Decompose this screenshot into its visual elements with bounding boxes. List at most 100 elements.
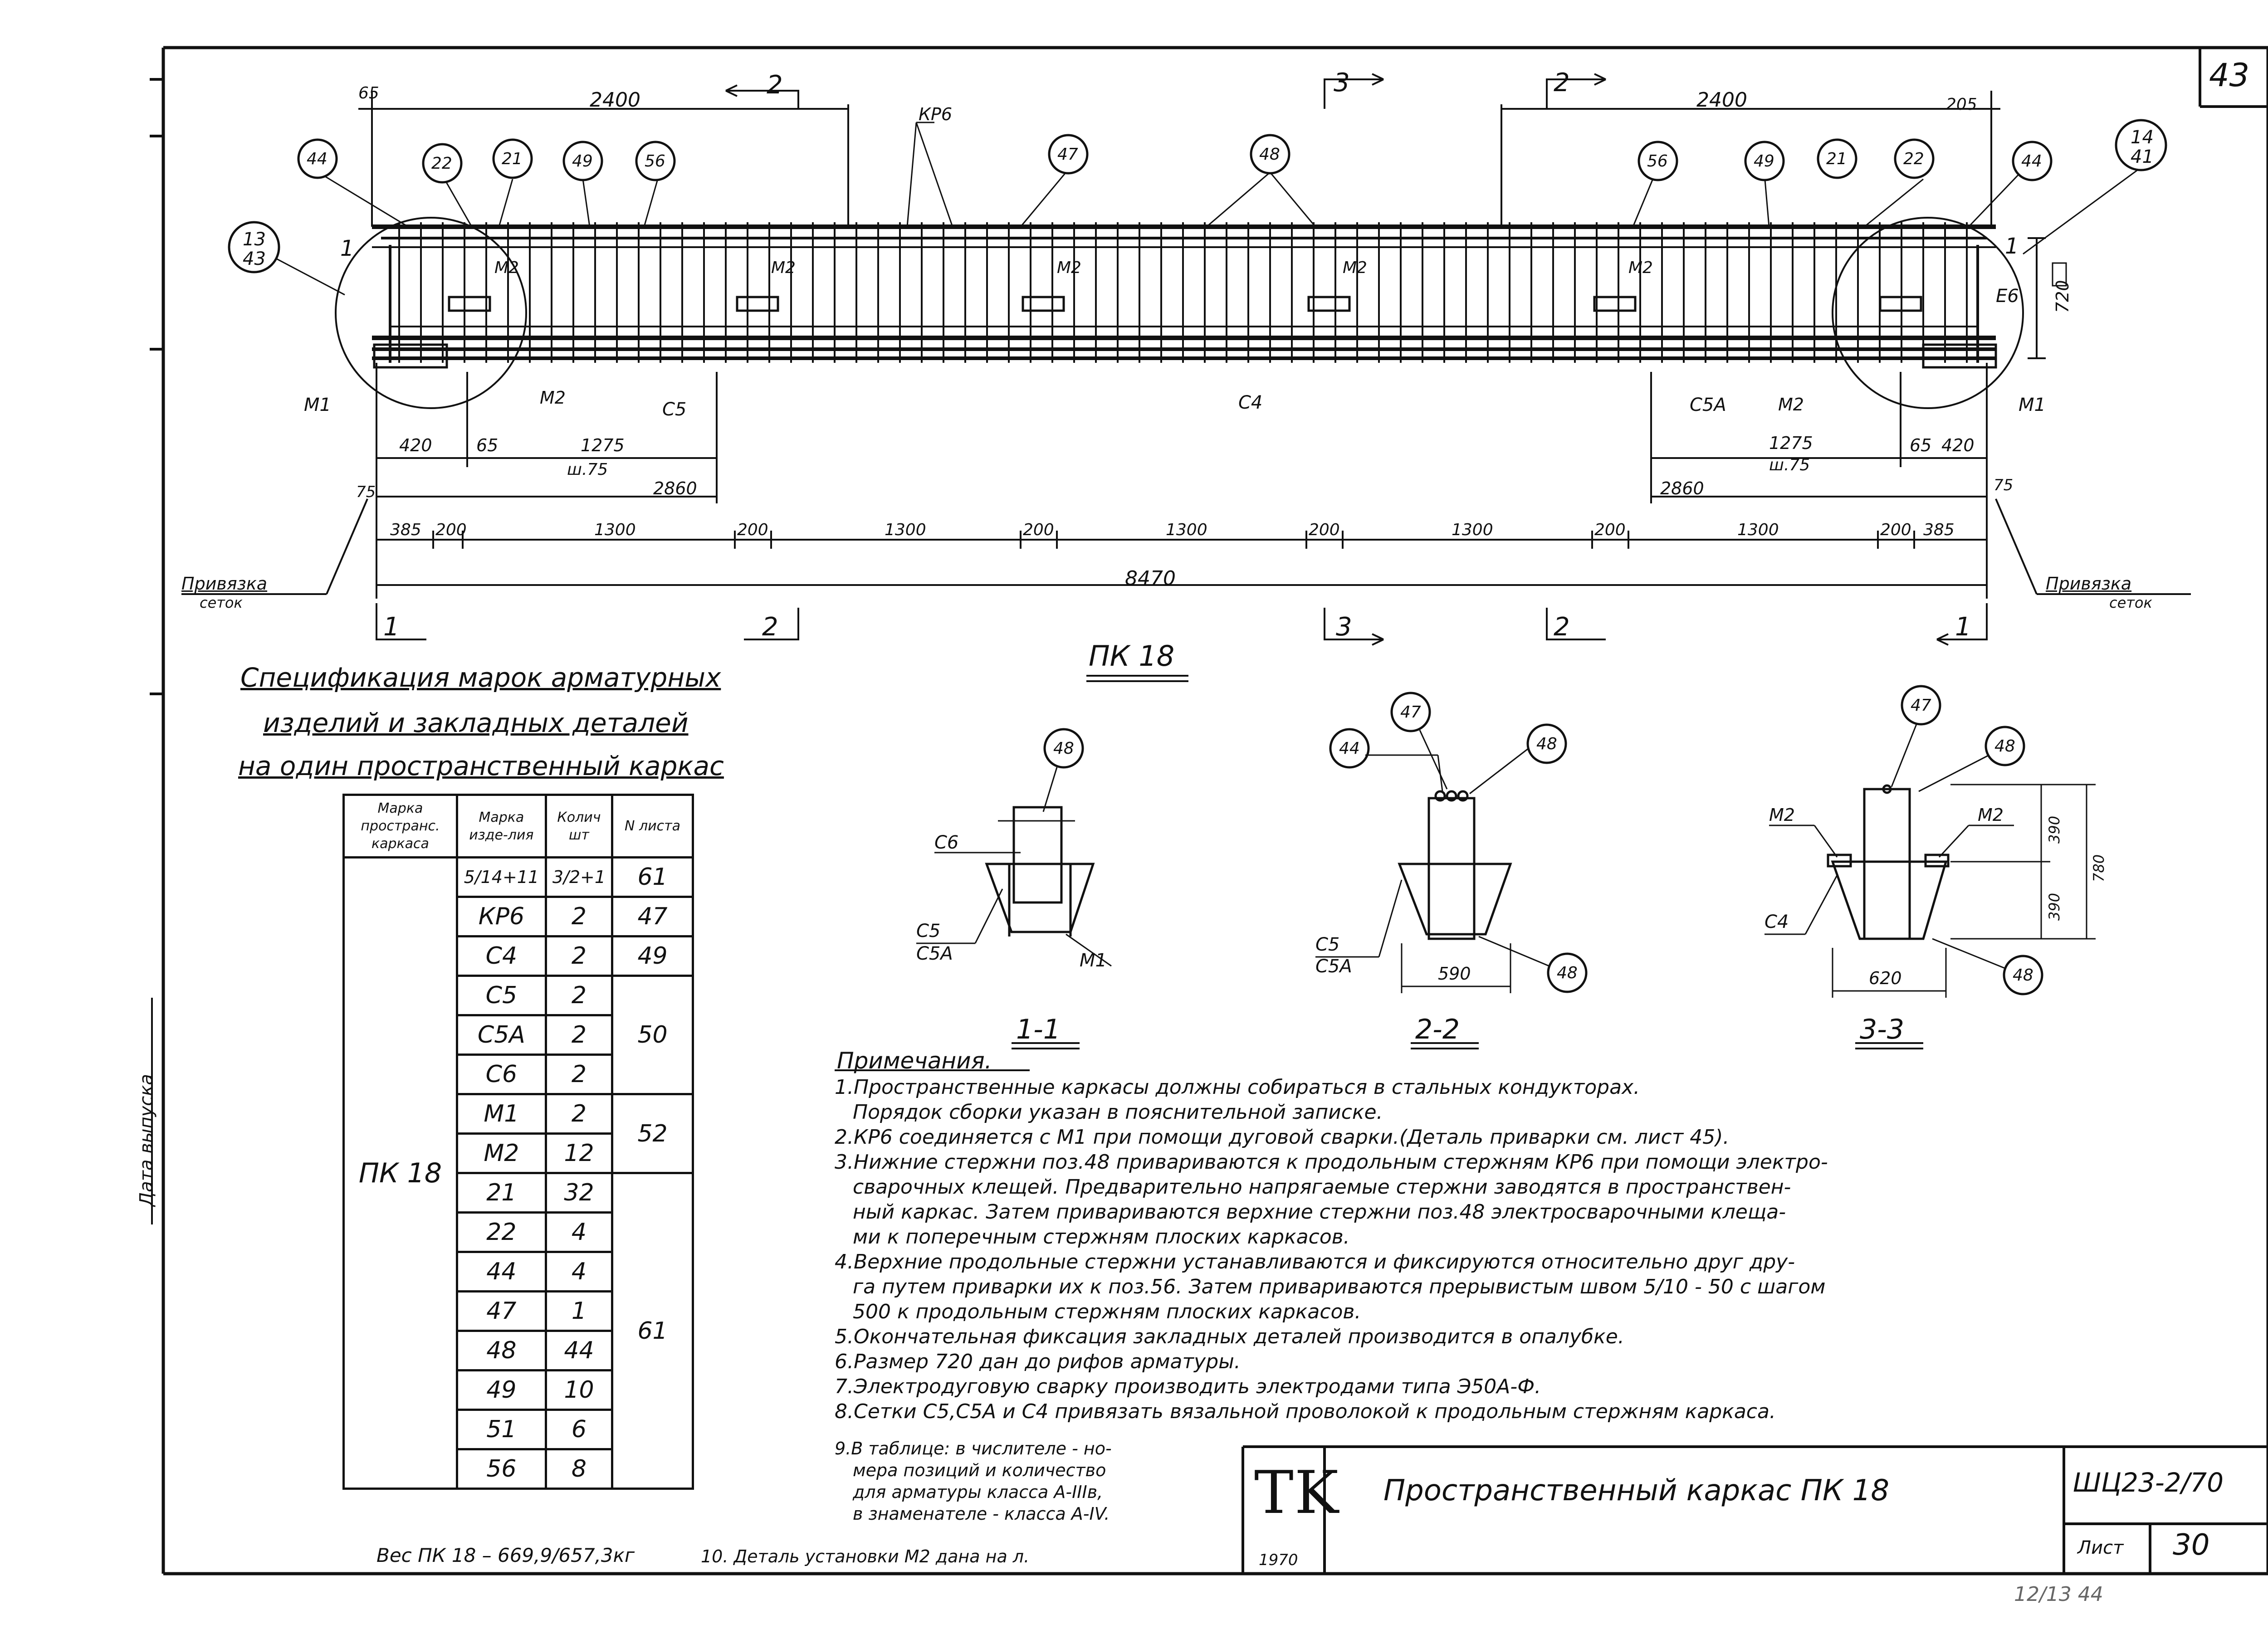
spec-title-line-3: на один пространственный каркас xyxy=(238,751,724,781)
label-binding-right: Привязка xyxy=(2046,574,2132,594)
note-line: 6.Размер 720 дан до рифов арматуры. xyxy=(835,1350,1241,1373)
spec-sheet: 61 xyxy=(611,1172,694,1490)
table-row: ПК 18 5/14+11 3/2+1 61 xyxy=(342,856,694,1490)
fraction-bubble-right-num: 14 xyxy=(2131,127,2154,148)
dim-420-left: 420 xyxy=(399,435,432,455)
dim-65-left: 65 xyxy=(476,435,499,455)
label-c5: С5 xyxy=(662,399,687,420)
section-2-2-title: 2-2 xyxy=(1415,1014,1460,1045)
dim-row3-3: 200 xyxy=(737,521,768,539)
spec-qty: 32 xyxy=(544,1172,614,1214)
spec-item: 22 xyxy=(455,1211,547,1253)
label-m2-1: М2 xyxy=(771,259,796,277)
title-block-title: Пространственный каркас ПК 18 xyxy=(1383,1474,1890,1507)
section-3-3-title: 3-3 xyxy=(1860,1014,1904,1045)
spec-qty: 3/2+1 xyxy=(544,856,614,898)
dim-sh75-right: ш.75 xyxy=(1769,456,1810,474)
bubble-47: 47 xyxy=(1057,145,1078,164)
spec-item: 56 xyxy=(455,1448,547,1490)
section-mark-3-top: 3 xyxy=(1334,68,1350,98)
section-mark-2-top-right: 2 xyxy=(1554,68,1570,98)
dim-row3-1: 200 xyxy=(435,521,467,539)
section-2-2-label-c5a: С5А xyxy=(1315,956,1352,977)
spec-item: 48 xyxy=(455,1330,547,1371)
dim-row3-5: 200 xyxy=(1023,521,1054,539)
note-line: мера позиций и количество xyxy=(853,1460,1106,1480)
dim-2860-left: 2860 xyxy=(653,478,697,498)
section-3-3-bubble-48-top: 48 xyxy=(1994,737,2015,756)
dim-1275-right: 1275 xyxy=(1769,433,1813,453)
spec-qty: 2 xyxy=(544,975,614,1016)
section-mark-2-top: 2 xyxy=(767,70,783,100)
spec-qty: 12 xyxy=(544,1132,614,1174)
spec-table: Марка пространс. каркаса Марка изде-лия … xyxy=(342,794,694,1490)
note-line: 500 к продольным стержням плоских каркас… xyxy=(853,1300,1361,1323)
notes-block-9: 9.В таблице: в числителе - но- мера пози… xyxy=(835,1438,1112,1525)
spec-qty: 4 xyxy=(544,1211,614,1253)
sheet-frame xyxy=(150,46,2268,1575)
section-mark-2-bottom-left: 2 xyxy=(762,612,778,642)
section-1-1-title: 1-1 xyxy=(1016,1014,1061,1045)
fraction-bubble-left-den: 43 xyxy=(243,249,266,269)
spec-qty: 6 xyxy=(544,1409,614,1450)
dim-row3-4: 1300 xyxy=(885,521,926,539)
note-line: 3.Нижние стержни поз.48 привариваются к … xyxy=(835,1151,1828,1174)
dim-row3-0: 385 xyxy=(390,521,421,539)
spec-header-item: Марка изде-лия xyxy=(455,794,547,858)
spec-item: М1 xyxy=(455,1093,547,1135)
leader-lines xyxy=(263,122,2160,296)
section-3-3-label-m2-right: М2 xyxy=(1978,805,2004,825)
section-mark-1-bottom-right: 1 xyxy=(1955,612,1971,642)
spec-item: КР6 xyxy=(455,896,547,937)
dim-total-8470: 8470 xyxy=(1125,567,1176,590)
label-m2-3: М2 xyxy=(1343,259,1367,277)
dim-row3-2: 1300 xyxy=(594,521,636,539)
bubble-44-left: 44 xyxy=(307,150,327,168)
section-mark-1-left: 1 xyxy=(340,236,354,261)
bubble-56-right: 56 xyxy=(1647,152,1668,171)
spec-header-frame: Марка пространс. каркаса xyxy=(342,794,458,858)
dim-row3-6: 1300 xyxy=(1166,521,1207,539)
section-1-1-label-c5a: С5А xyxy=(916,943,953,964)
spec-sheet: 50 xyxy=(611,975,694,1095)
section-1-1-bubble: 48 xyxy=(1053,739,1074,758)
bubble-49-left: 49 xyxy=(572,152,593,171)
bubble-21-right: 21 xyxy=(1826,150,1847,168)
note-line: сварочных клещей. Предварительно напряга… xyxy=(853,1176,1791,1199)
note-line: ми к поперечным стержням плоских каркасо… xyxy=(853,1225,1350,1249)
sheet-number: 30 xyxy=(2173,1528,2210,1562)
spec-item: С4 xyxy=(455,935,547,977)
dim-1275-left: 1275 xyxy=(581,435,625,455)
position-bubbles xyxy=(228,119,2167,273)
dim-2860-right: 2860 xyxy=(1660,478,1704,498)
section-mark-1-right: 1 xyxy=(2005,234,2019,259)
dim-right-edge: 205 xyxy=(1946,95,1977,114)
spec-qty: 2 xyxy=(544,896,614,937)
spec-qty: 8 xyxy=(544,1448,614,1490)
dim-height-720: 720 xyxy=(2053,280,2072,313)
section-2-2-bubble-47: 47 xyxy=(1400,703,1421,722)
label-meshes-right: сеток xyxy=(2109,594,2152,611)
spec-qty: 1 xyxy=(544,1290,614,1332)
spec-qty: 2 xyxy=(544,1093,614,1135)
section-3-3-label-c4: С4 xyxy=(1765,912,1789,932)
bubble-22-right: 22 xyxy=(1903,150,1924,168)
dim-row3-12: 385 xyxy=(1923,521,1955,539)
spec-sheet: 52 xyxy=(611,1093,694,1174)
spec-sheet: 49 xyxy=(611,935,694,977)
section-3-3-label-m2-left: М2 xyxy=(1769,805,1795,825)
bubble-48: 48 xyxy=(1259,145,1280,164)
section-1-1-label-m1: М1 xyxy=(1080,950,1107,971)
dim-75-left: 75 xyxy=(356,483,376,501)
